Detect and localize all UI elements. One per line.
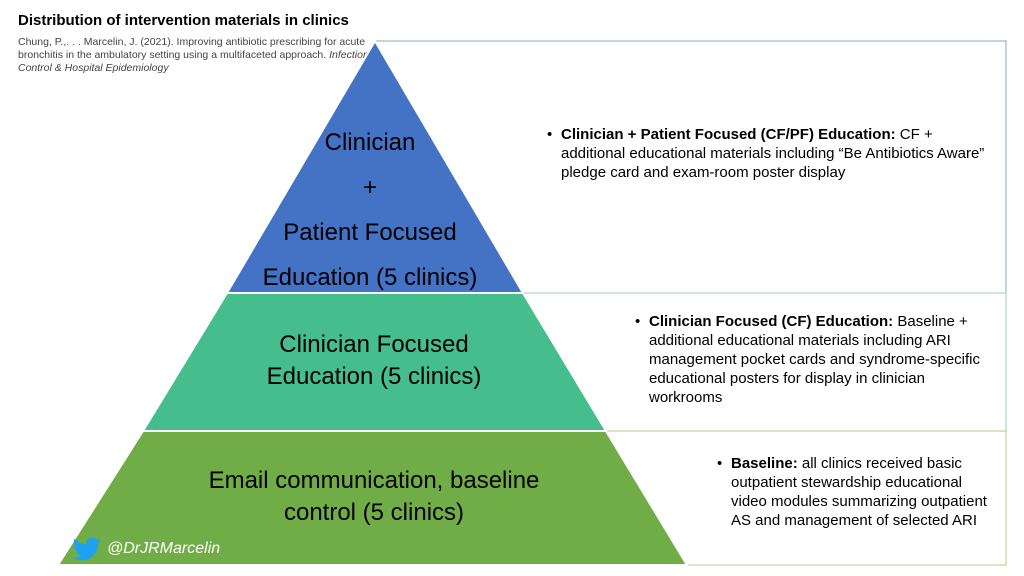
page-title: Distribution of intervention materials i… xyxy=(18,12,349,29)
note-top-text: CF + additional educational materials in… xyxy=(561,126,985,181)
twitter-handle: @DrJRMarcelin xyxy=(72,537,220,561)
tier-bottom-label: Email communication, baseline control (5… xyxy=(154,465,594,529)
note-bottom-text: all clinics received basic outpatient st… xyxy=(731,455,987,529)
note-middle: • Clinician Focused (CF) Education: Basel… xyxy=(635,312,989,407)
bullet-icon: • xyxy=(635,313,641,330)
tier-top-line: Patient Focused xyxy=(283,219,457,246)
bullet-icon: • xyxy=(547,126,553,143)
tier-middle-line: Clinician Focused xyxy=(279,331,469,358)
note-bottom-bold: Baseline: xyxy=(731,455,798,472)
tier-middle-label: Clinician Focused Education (5 clinics) xyxy=(224,329,524,393)
citation-main: Chung, P.,. . . Marcelin, J. (2021). Imp… xyxy=(18,36,366,61)
citation: Chung, P.,. . . Marcelin, J. (2021). Imp… xyxy=(18,36,378,75)
tier-top-label: Clinician + Patient Focused Education (5… xyxy=(220,120,520,300)
note-top-bold: Clinician + Patient Focused (CF/PF) Educ… xyxy=(561,126,896,143)
tier-top-line: Clinician xyxy=(324,129,416,156)
tier-bottom xyxy=(56,430,689,566)
note-top: • Clinician + Patient Focused (CF/PF) Edu… xyxy=(547,125,991,182)
note-middle-text: Baseline + additional educational materi… xyxy=(649,313,980,406)
citation-journal: Infection Control & Hospital Epidemiolog… xyxy=(18,49,369,74)
tier-top-line: + xyxy=(362,174,377,201)
twitter-bird-icon xyxy=(72,537,101,561)
note-middle-bold: Clinician Focused (CF) Education: xyxy=(649,313,894,330)
tier-middle-line: Education (5 clinics) xyxy=(266,363,482,390)
twitter-handle-text: @DrJRMarcelin xyxy=(107,540,221,557)
tier-top-line: Education (5 clinics) xyxy=(262,264,478,291)
bullet-icon: • xyxy=(717,455,723,472)
note-bottom: • Baseline: all clinics received basic ou… xyxy=(717,454,993,530)
tier-bottom-line: control (5 clinics) xyxy=(283,499,465,526)
tier-bottom-line: Email communication, baseline xyxy=(208,467,540,494)
